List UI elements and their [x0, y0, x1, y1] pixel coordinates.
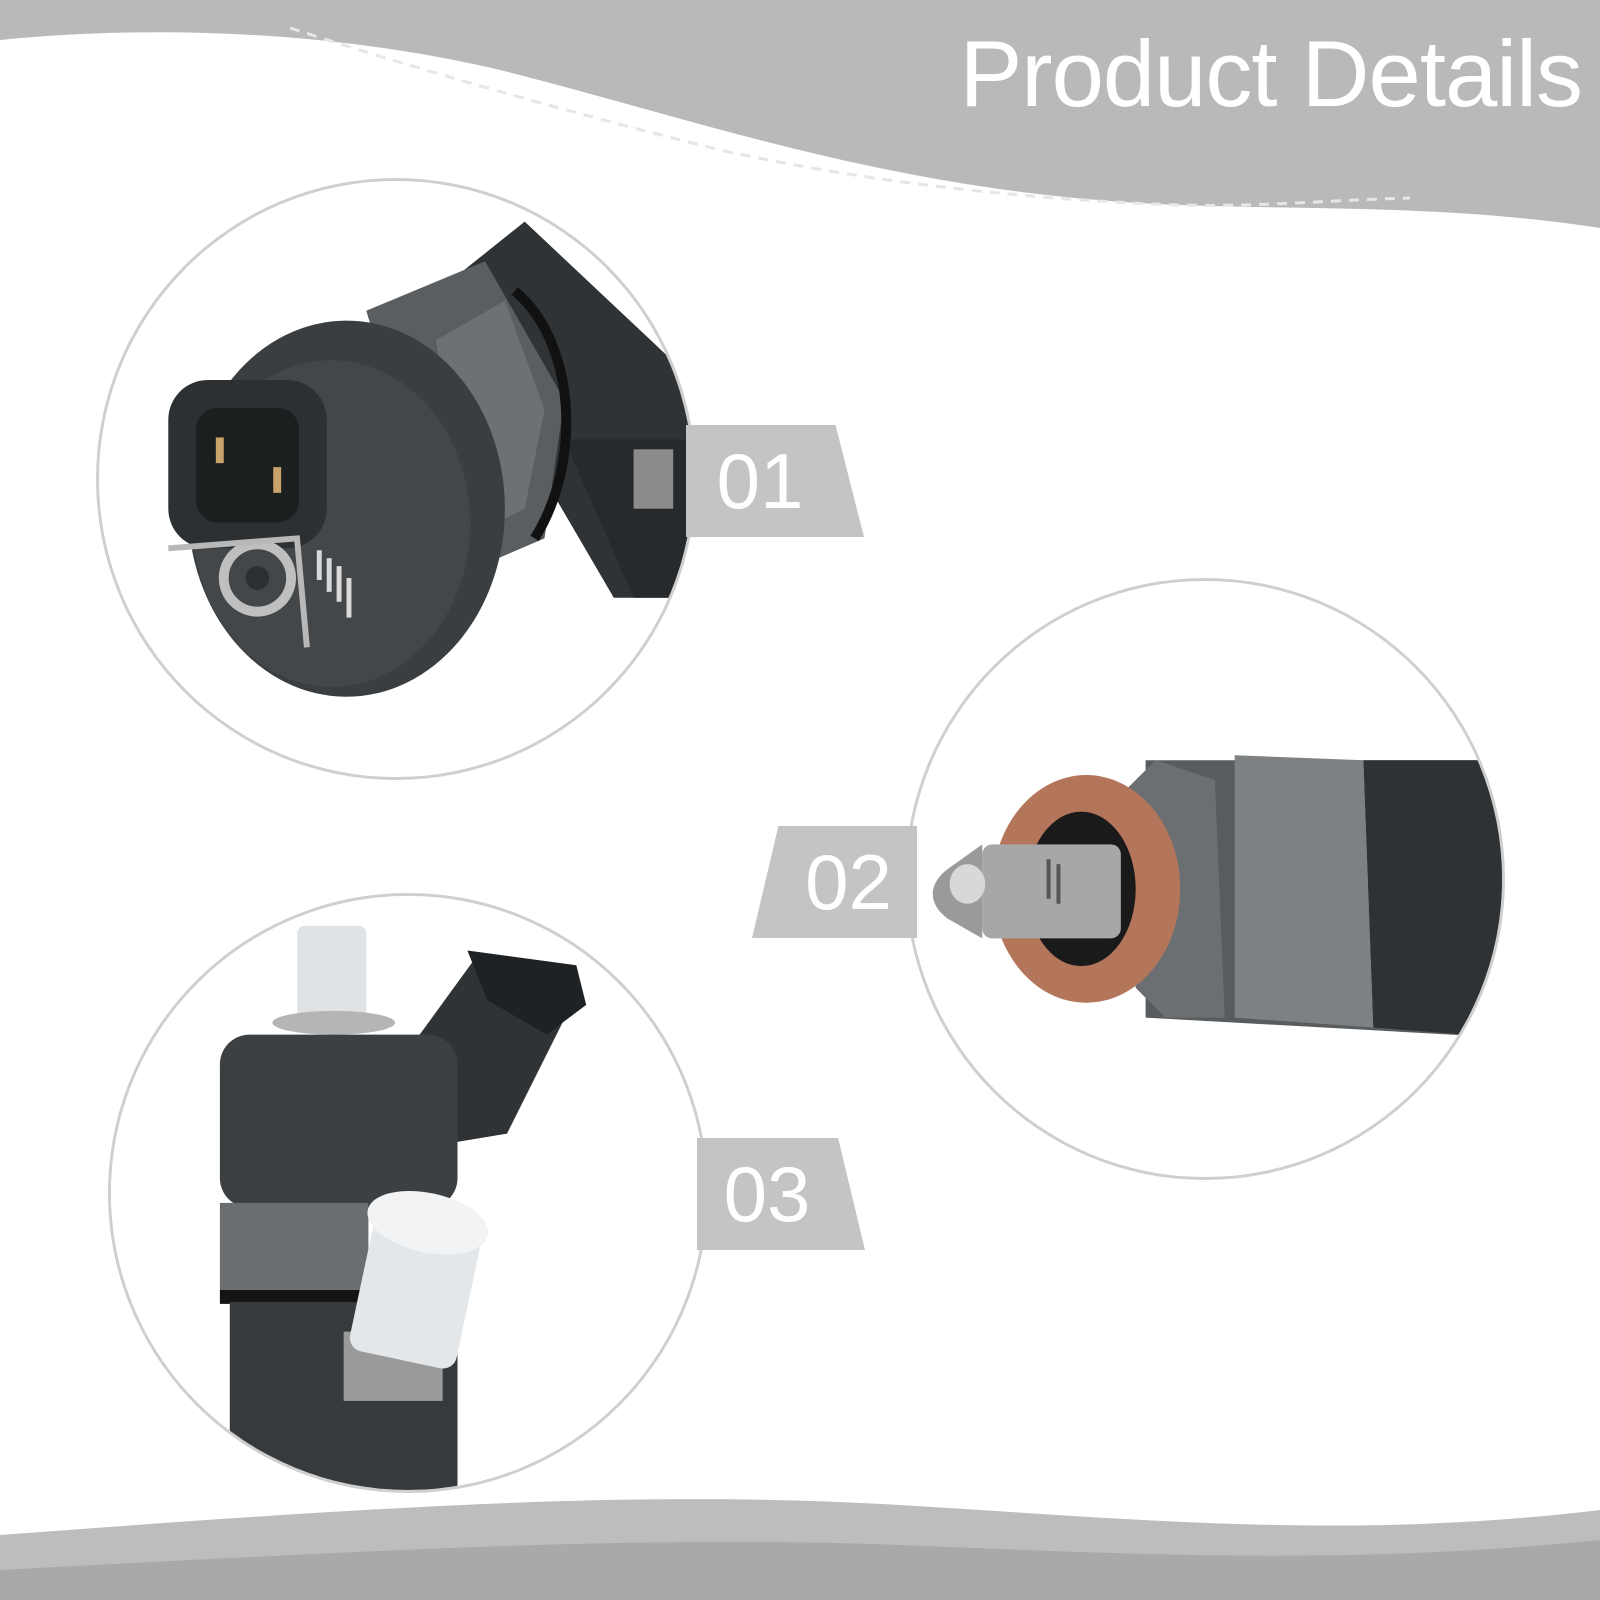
detail-number-tag-02: 02 — [752, 826, 917, 938]
header-dashed-line — [289, 26, 1411, 207]
page-title: Product Details — [959, 21, 1583, 126]
injector-nozzle-illustration — [908, 582, 1502, 1176]
detail-number-tag-01: 01 — [686, 425, 864, 537]
injector-side-illustration — [111, 896, 705, 1490]
detail-number-tag-03: 03 — [697, 1138, 865, 1250]
detail-photo-01 — [96, 178, 696, 780]
detail-photo-03 — [108, 893, 708, 1493]
header-band — [0, 0, 1600, 228]
footer-band-highlight — [0, 1540, 1600, 1600]
injector-connector-illustration — [99, 182, 693, 776]
detail-photo-02 — [905, 578, 1505, 1180]
